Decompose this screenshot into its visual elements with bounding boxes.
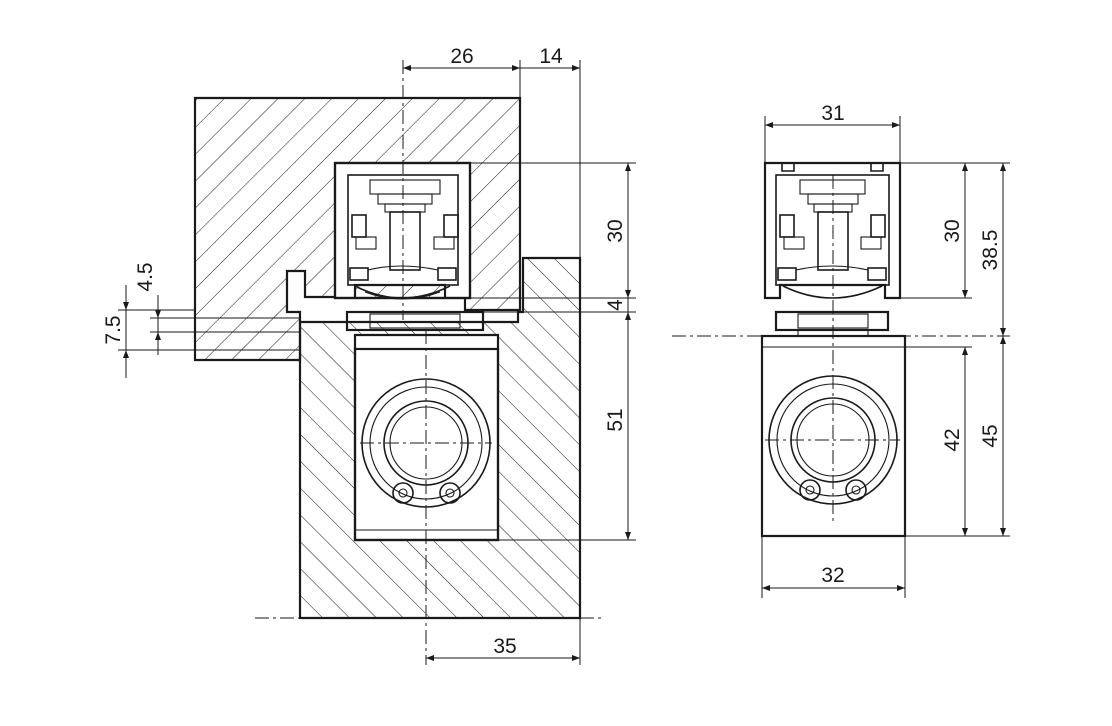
right-retaining-clip-right <box>845 479 867 501</box>
dimension-31-label: 31 <box>821 102 844 125</box>
retaining-clip-left <box>392 482 414 504</box>
dimension-14-label: 14 <box>539 45 563 68</box>
dimension-42: 42 <box>905 346 1010 537</box>
dimension-14: 14 <box>520 45 581 665</box>
dimension-45: 45 <box>979 336 1006 536</box>
dimension-30-left: 30 <box>470 162 636 298</box>
dimension-4-5: 4.5 <box>134 262 300 355</box>
dimension-35-label: 35 <box>493 635 516 658</box>
dimension-30-right: 30 <box>885 162 1010 299</box>
right-view: 31 30 38.5 42 45 <box>672 102 1010 598</box>
dimension-32: 32 <box>761 536 906 598</box>
dimension-30-right-label: 30 <box>941 219 964 242</box>
dimension-32-label: 32 <box>821 564 844 587</box>
hinge-plate-upper <box>345 310 485 332</box>
left-view: 26 14 30 4 51 <box>102 45 636 665</box>
dimension-30-left-label: 30 <box>604 219 627 242</box>
right-retaining-clip-left <box>799 479 821 501</box>
dimension-42-label: 42 <box>941 428 964 451</box>
retaining-clip-right <box>439 482 461 504</box>
dimension-26: 26 <box>403 45 521 98</box>
upper-frame-section <box>193 96 522 362</box>
dimension-26-label: 26 <box>450 45 473 68</box>
dimension-7-5: 7.5 <box>102 285 300 378</box>
dimension-4: 4 <box>465 297 636 313</box>
dimension-4-label: 4 <box>604 299 627 311</box>
dimension-35: 35 <box>426 635 580 661</box>
dimension-51: 51 <box>498 312 636 541</box>
dimension-38-5: 38.5 <box>979 163 1006 336</box>
hinge-plate-inner <box>369 313 461 329</box>
dimension-31: 31 <box>764 102 901 163</box>
dimension-7-5-label: 7.5 <box>102 315 125 344</box>
dimension-4-5-label: 4.5 <box>134 262 157 291</box>
right-hinge-plate <box>774 310 890 332</box>
dimension-38-5-label: 38.5 <box>979 230 1002 271</box>
dimension-45-label: 45 <box>979 424 1002 447</box>
dimension-51-label: 51 <box>604 408 627 431</box>
